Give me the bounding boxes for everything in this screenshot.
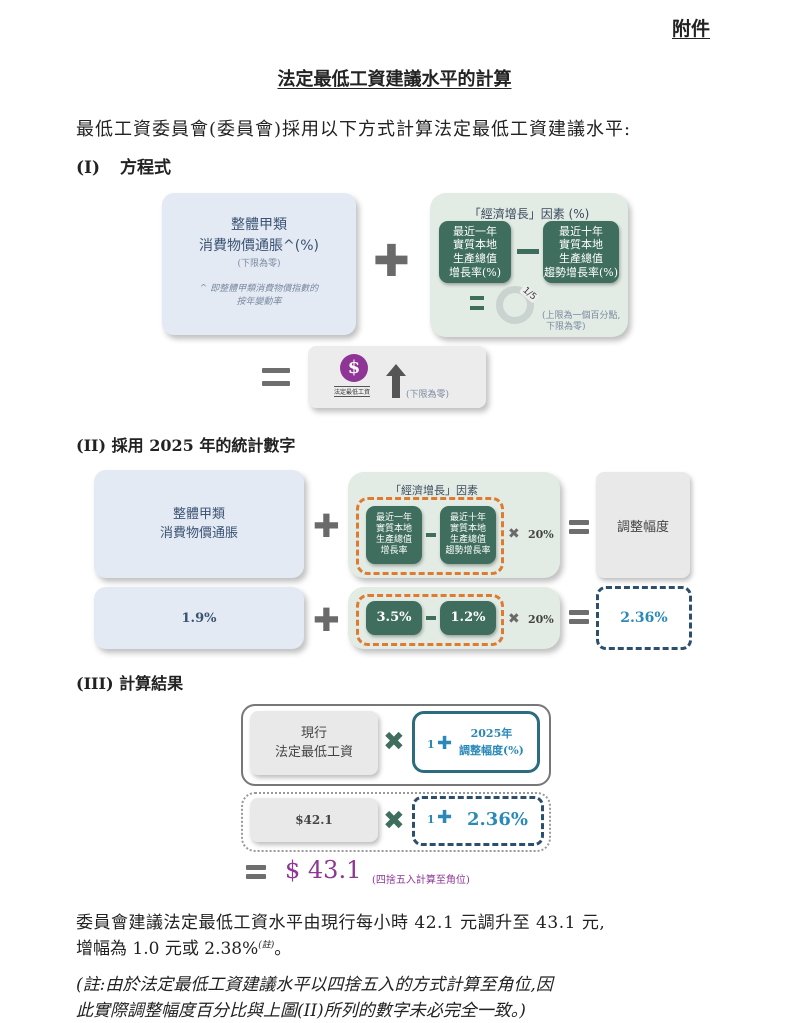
multiply-icon: ✖ [508,611,520,627]
fraction-ring-icon [496,286,534,324]
footnote-line1: (註:由於法定最低工資建議水平以四捨五入的方式計算至角位,因 [76,975,553,995]
equals-icon [569,520,589,534]
section3-heading: (III) 計算結果 [76,674,184,693]
one-label: 1 [427,813,435,826]
formula-row-outline [241,704,551,786]
adjustment-value-box: 1 ✚ 2.36% [412,796,544,846]
adjustment-rate-box: 1 ✚ 2025年調整幅度(%) [412,711,540,773]
values-row-outline [241,792,551,852]
up-arrow-stem [392,376,400,398]
gdp-ten-year-box: 最近十年實質本地生產總值趨勢增長率 [440,506,496,564]
gdp-one-year-box: 最近一年實質本地生產總值增長率 [366,506,422,564]
conclusion-line2: 增幅為 1.0 元或 2.38%(註)。 [76,939,292,959]
inflation-label-box: 整體甲類消費物價通脹 [94,470,304,578]
multiply-icon: ✖ [383,806,405,836]
minus-icon [426,533,436,537]
growth-panel-title: 「經濟增長」因素 [390,484,478,497]
equals-icon [246,865,266,879]
annex-label: 附件 [672,18,711,40]
inflation-label-line2: 消費物價通脹^(%) [199,237,319,254]
inflation-value-box: 1.9% [94,587,304,649]
plus-icon: ✚ [313,601,340,639]
result-wage-value: $ 43.1 [285,856,362,884]
rounding-note: (四捨五入計算至角位) [372,875,470,886]
inflation-footnote-2: 按年變動率 [236,296,282,307]
plus-icon: ✚ [373,236,410,287]
adjustment-result-value: 2.36% [596,586,692,650]
growth-cap-note-1: (上限為一個百分點, [542,311,621,321]
one-label: 1 [427,738,435,751]
formula-result-box: $ 法定最低工資 (下限為零) [308,346,486,408]
equals-icon [262,368,290,386]
pct20-label: 20% [528,528,554,541]
plus-icon: ✚ [437,733,453,754]
equals-icon [470,296,484,310]
section2-heading: (II) 採用 2025 年的統計數字 [76,436,296,455]
minimum-wage-logo-label: 法定最低工資 [334,386,371,397]
section1-number: (I) [76,158,101,178]
footnote-marker: (註) [258,940,275,951]
section1-heading: (I) 方程式 [76,153,171,178]
growth-cap-note-2: 下限為零) [546,322,586,332]
result-floor-note: (下限為零) [406,390,450,400]
plus-icon: ✚ [437,807,453,828]
plus-icon: ✚ [313,507,340,545]
gdp-one-year-value: 3.5% [366,601,422,635]
conclusion-line1: 委員會建議法定最低工資水平由現行每小時 42.1 元調升至 43.1 元, [76,913,606,933]
pct20-label: 20% [528,613,554,626]
dollar-icon: $ [340,354,368,382]
intro-paragraph: 最低工資委員會(委員會)採用以下方式計算法定最低工資建議水平: [76,119,632,140]
gdp-ten-year-box: 最近十年實質本地生產總值趨勢增長率(%) [543,221,619,283]
multiply-icon: ✖ [383,727,405,757]
minus-icon [517,249,539,254]
adjustment-rate-label: 2025年調整幅度(%) [459,727,524,757]
minus-icon [426,616,436,620]
up-arrow-icon [386,364,406,376]
inflation-formula-box: 整體甲類 消費物價通脹^(%) (下限為零) ^ 即整體甲類消費物價指數的 按年… [162,193,356,335]
inflation-label-line1: 整體甲類 [231,217,287,234]
section1-title: 方程式 [119,158,171,178]
multiply-icon: ✖ [508,526,520,542]
gdp-difference-group [356,497,504,575]
current-wage-label-box: 現行法定最低工資 [250,711,378,775]
current-wage-value: $42.1 [250,798,378,842]
adjustment-value: 2.36% [467,809,528,830]
gdp-one-year-box: 最近一年實質本地生產總值增長率(%) [439,221,511,283]
growth-panel-title: 「經濟增長」因素 (%) [468,207,590,221]
inflation-floor-note: (下限為零) [237,258,281,269]
inflation-footnote-1: ^ 即整體甲類消費物價指數的 [199,283,319,294]
adjustment-label-box: 調整幅度 [596,472,690,578]
footnote-line2: 此實際調整幅度百分比與上圖(II)所列的數字未必完全一致。) [76,1001,526,1021]
growth-factor-panel: 「經濟增長」因素 (%) 最近一年實質本地生產總值增長率(%) 最近十年實質本地… [430,193,628,337]
gdp-ten-year-value: 1.2% [440,601,496,635]
equals-icon [569,610,589,624]
page-title: 法定最低工資建議水平的計算 [277,69,512,90]
gdp-difference-values-group [356,594,504,646]
